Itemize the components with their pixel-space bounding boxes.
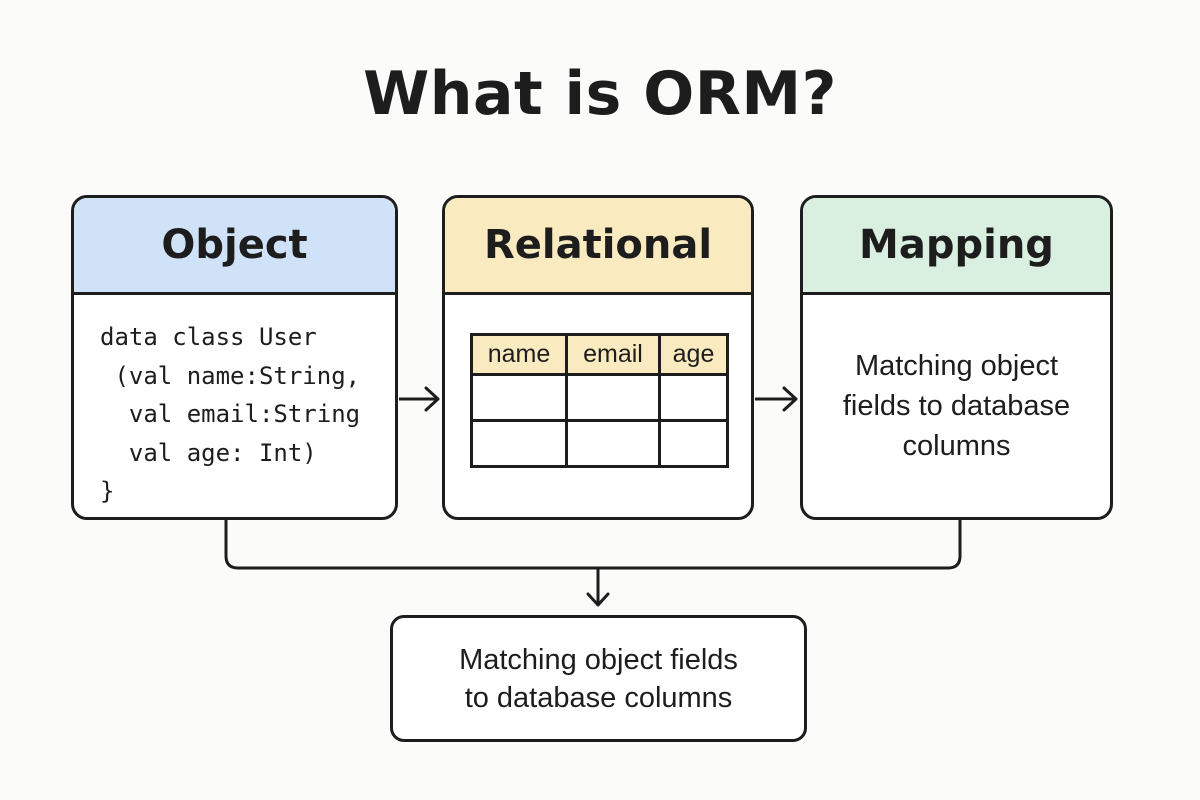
table-cell: [658, 373, 729, 422]
code-line: (val name:String,: [100, 361, 361, 390]
column-header-email: email: [565, 333, 661, 376]
mapping-description: Matching object fields to database colum…: [803, 346, 1110, 466]
code-line: }: [100, 477, 115, 505]
table-row: [470, 419, 729, 468]
mapping-description-line: Matching object: [854, 350, 1059, 382]
page-title: What is ORM?: [363, 59, 837, 129]
table-cell: [658, 419, 729, 468]
code-line: data class User: [100, 323, 317, 351]
mapping-card: Mapping Matching object fields to databa…: [800, 195, 1113, 520]
code-snippet: data class User (val name:String, val em…: [74, 295, 395, 511]
arrow-object-to-relational: [399, 386, 440, 412]
code-line: val email:String: [100, 400, 361, 428]
table-header-row: name email age: [470, 333, 729, 376]
object-card: Object data class User (val name:String,…: [71, 195, 398, 520]
database-table: name email age: [470, 333, 729, 468]
table-cell: [470, 419, 568, 468]
result-box: Matching object fields to database colum…: [390, 615, 807, 742]
bracket-connector: [224, 520, 962, 607]
table-cell: [565, 373, 661, 422]
column-header-age: age: [658, 333, 729, 376]
result-line: Matching object fields: [459, 643, 738, 676]
column-header-name: name: [470, 333, 568, 376]
table-cell: [565, 419, 661, 468]
table-cell: [470, 373, 568, 422]
mapping-card-header: Mapping: [803, 198, 1110, 295]
table-row: [470, 373, 729, 422]
mapping-description-line: fields to database: [842, 390, 1071, 422]
arrow-relational-to-mapping: [755, 386, 798, 412]
result-line: to database columns: [464, 681, 733, 714]
code-line: val age: Int): [100, 438, 317, 467]
relational-card-header: Relational: [445, 198, 751, 295]
relational-card: Relational name email age: [442, 195, 754, 520]
mapping-description-line: columns: [902, 430, 1011, 462]
object-card-header: Object: [74, 198, 395, 295]
